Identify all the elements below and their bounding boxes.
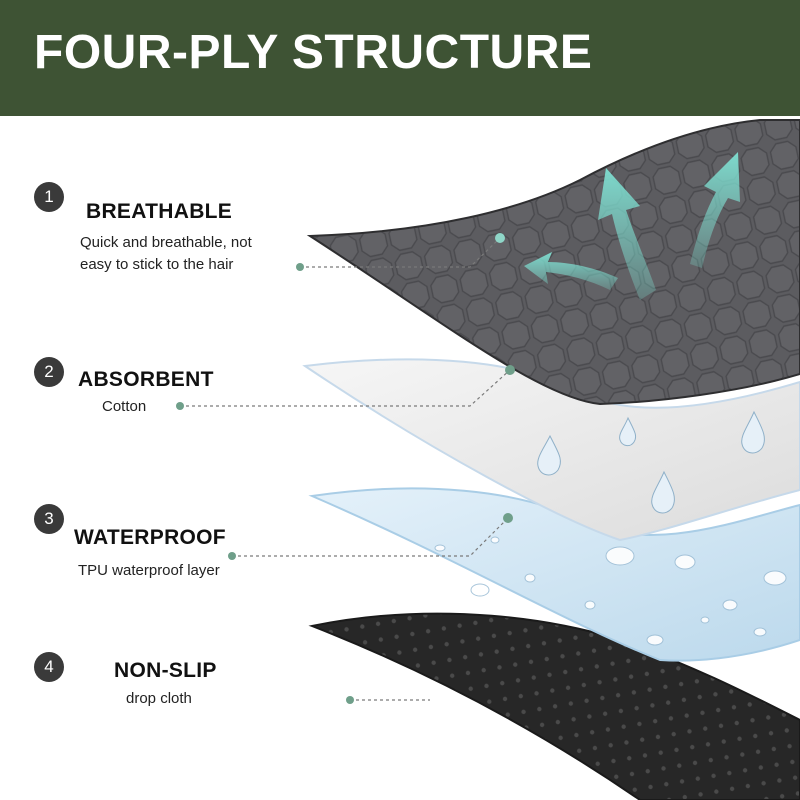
- layer-3-waterproof-sheet: [308, 487, 800, 662]
- airflow-arrows: [524, 152, 740, 300]
- layer-3-title: WATERPROOF: [74, 526, 226, 549]
- layer-3-number-badge: 3: [34, 504, 64, 534]
- layer-4-number-badge: 4: [34, 652, 64, 682]
- layer-2-description: Cotton: [102, 398, 147, 415]
- layer-1-number-badge: 1: [34, 182, 64, 212]
- leader-lines: [180, 237, 511, 701]
- layer-1-description-line2: easy to stick to the hair: [80, 256, 234, 273]
- layer-4-nonslip-sheet: [308, 612, 800, 800]
- layer-4-description: drop cloth: [126, 690, 192, 707]
- layer-2-number-badge: 2: [34, 357, 64, 387]
- leader-dots: [176, 233, 515, 704]
- layer-2-title: ABSORBENT: [78, 368, 214, 391]
- page-title: FOUR-PLY STRUCTURE: [34, 26, 593, 79]
- layer-3-description: TPU waterproof layer: [78, 562, 220, 579]
- layer-1-title: BREATHABLE: [86, 200, 233, 223]
- layer-1-description-line1: Quick and breathable, not: [80, 234, 252, 251]
- header-banner: FOUR-PLY STRUCTURE: [0, 0, 800, 116]
- layer-4-title: NON-SLIP: [114, 659, 217, 682]
- layers-illustration: [176, 119, 800, 800]
